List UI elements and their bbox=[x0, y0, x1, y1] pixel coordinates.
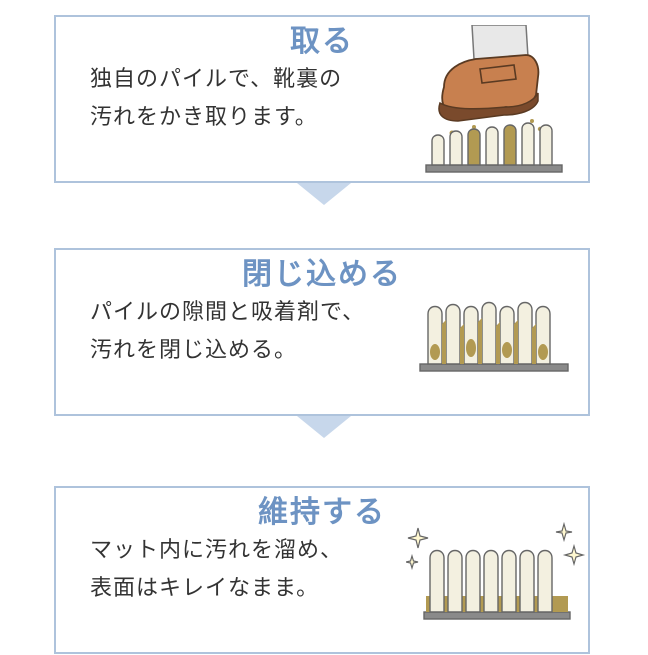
clean-surface-piles-illustration bbox=[406, 522, 586, 620]
step-description-line: パイルの隙間と吸着剤で、 bbox=[90, 300, 366, 325]
step-description-line: 汚れをかき取ります。 bbox=[90, 105, 318, 130]
flow-arrow-down bbox=[297, 183, 351, 205]
step-title-take: 取る bbox=[276, 24, 368, 59]
flow-arrow-down bbox=[297, 416, 351, 438]
step-description-line: 汚れを閉じ込める。 bbox=[90, 338, 298, 363]
step-panel-take: 取る 独自のパイルで、靴裏の 汚れをかき取ります。 bbox=[54, 15, 590, 183]
step-panel-maintain: 維持する マット内に汚れを溜め、 表面はキレイなまま。 bbox=[54, 486, 590, 654]
sparkle-icon bbox=[406, 522, 586, 571]
step-description-line: 独自のパイルで、靴裏の bbox=[90, 67, 343, 92]
step-description-line: 表面はキレイなまま。 bbox=[90, 576, 320, 601]
step-panel-trap: 閉じ込める パイルの隙間と吸着剤で、 汚れを閉じ込める。 bbox=[54, 248, 590, 416]
mat-pile-icon bbox=[423, 549, 571, 620]
step-description-take: 独自のパイルで、靴裏の 汚れをかき取ります。 bbox=[90, 61, 342, 137]
dirt-trapped-piles-illustration bbox=[419, 301, 569, 372]
mat-pile-icon bbox=[425, 122, 563, 173]
trapped-dirt bbox=[430, 318, 548, 364]
shoe-scraping-mat-illustration bbox=[425, 25, 563, 173]
shoe-icon bbox=[438, 54, 540, 122]
step-description-maintain: マット内に汚れを溜め、 表面はキレイなまま。 bbox=[90, 532, 343, 608]
step-description-trap: パイルの隙間と吸着剤で、 汚れを閉じ込める。 bbox=[90, 294, 365, 370]
step-description-line: マット内に汚れを溜め、 bbox=[90, 538, 344, 563]
step-title-maintain: 維持する bbox=[244, 495, 400, 530]
step-title-trap: 閉じ込める bbox=[228, 257, 416, 292]
